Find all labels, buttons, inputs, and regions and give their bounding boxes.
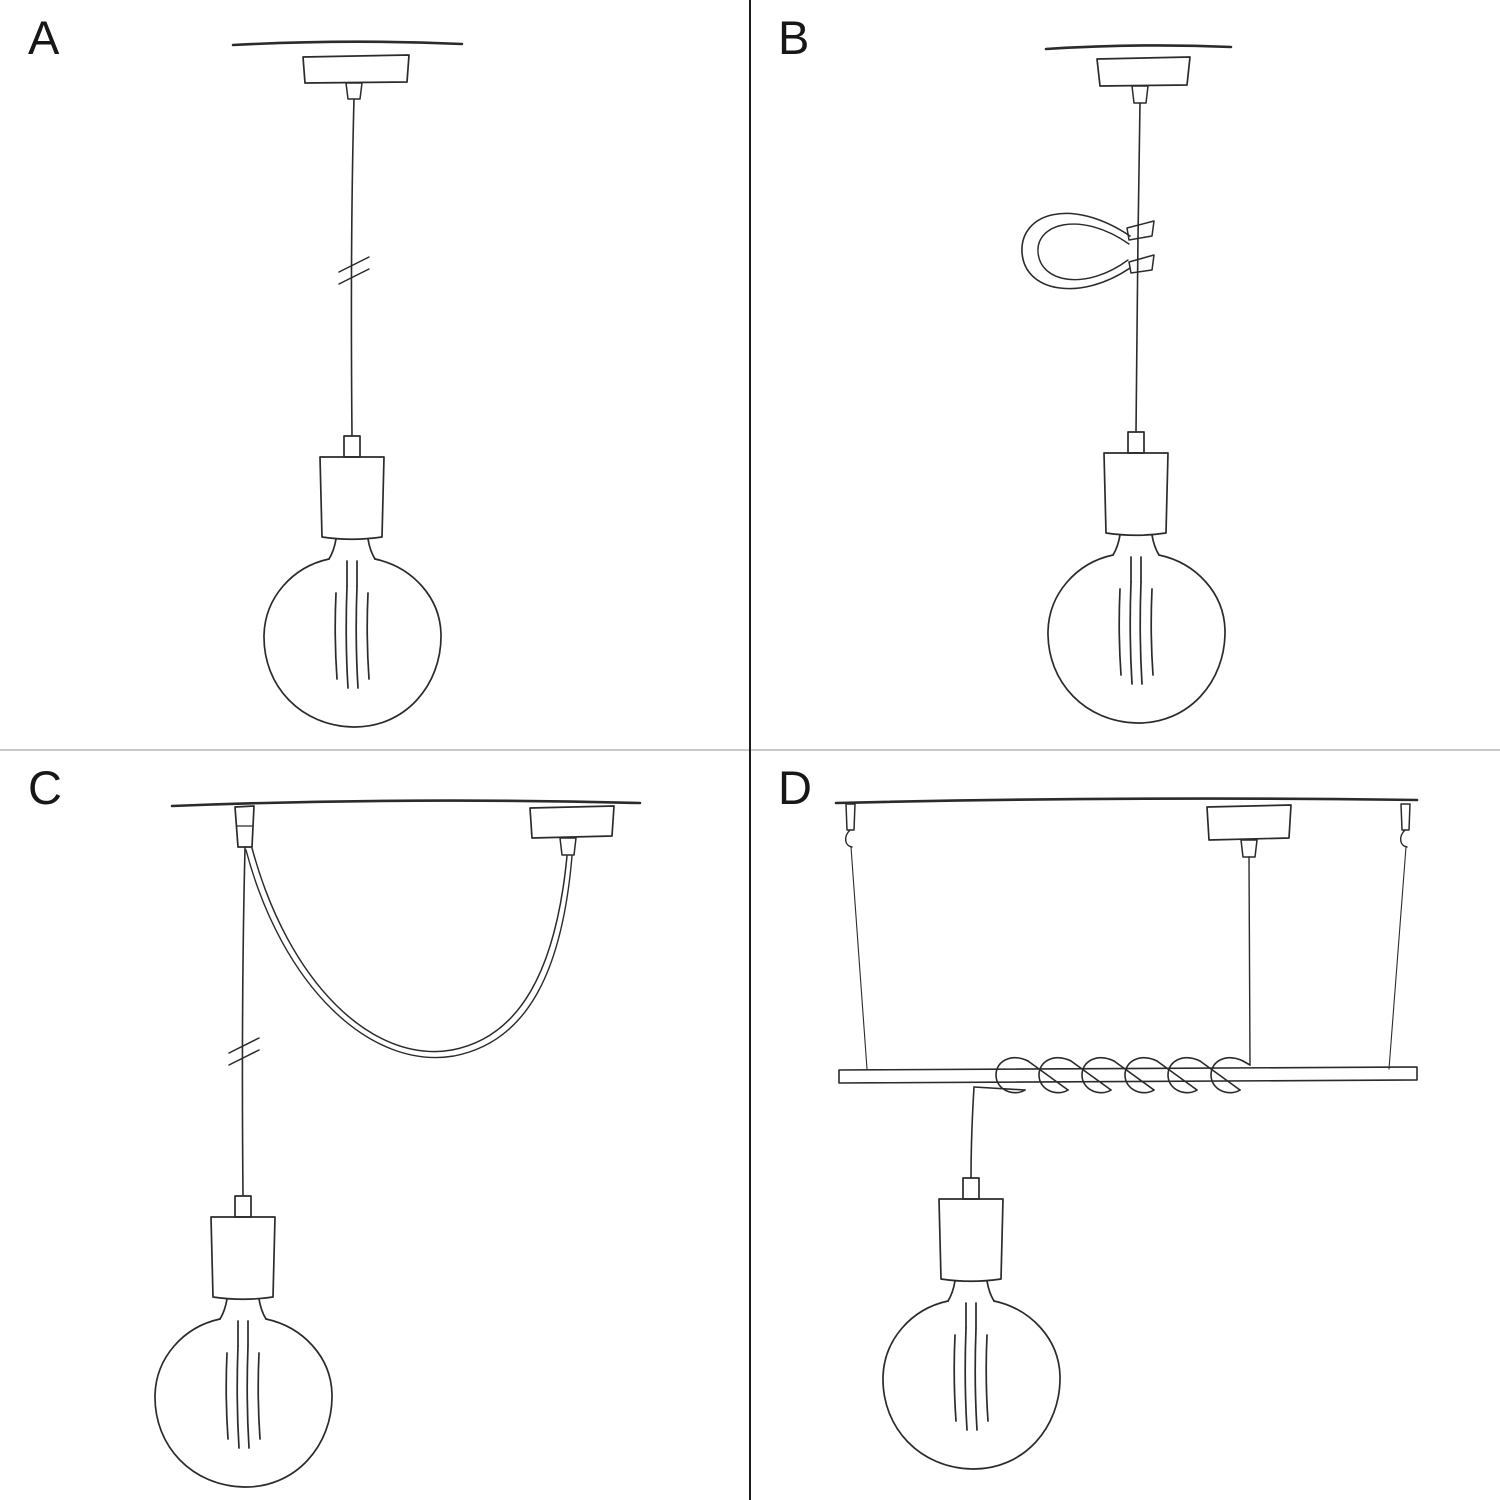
cable-grip xyxy=(1240,839,1258,858)
lamp-holder-and-bulb xyxy=(154,1195,333,1488)
ceiling-line xyxy=(1044,44,1233,51)
panel-c-label: C xyxy=(28,761,63,814)
vertical-divider xyxy=(749,0,751,1500)
cable-grip xyxy=(345,82,363,100)
ceiling-line xyxy=(834,797,1419,805)
pendant-cable xyxy=(241,847,246,1197)
ceiling-rose xyxy=(1096,56,1191,87)
ceiling-rose xyxy=(302,54,410,84)
panel-a: A xyxy=(0,0,750,750)
ceiling-hook-left xyxy=(845,829,853,848)
panel-a-label: A xyxy=(28,11,61,64)
panel-d-label: D xyxy=(778,761,813,814)
pendant-swag-two-ceiling-points-sketch xyxy=(154,799,642,1488)
ceiling-pin-left xyxy=(845,803,856,831)
cable-clip-loop-inner xyxy=(1037,223,1130,281)
suspension-wire-right xyxy=(1388,846,1407,1070)
lamp-holder-and-bulb xyxy=(263,435,442,728)
cable-grip xyxy=(559,837,577,856)
lamp-holder-and-bulb xyxy=(1047,431,1226,724)
cable-clip-clamp-bottom xyxy=(1128,254,1155,274)
panel-b-label: B xyxy=(778,11,811,64)
ceiling-line xyxy=(231,40,464,47)
ceiling-hook xyxy=(234,805,255,848)
suspension-bar xyxy=(838,1066,1418,1084)
panel-d: D xyxy=(750,750,1500,1500)
cable-clip-clamp-top xyxy=(1126,220,1155,241)
ceiling-pin-right xyxy=(1400,803,1411,831)
panel-c: C xyxy=(0,750,750,1500)
pendant-cable xyxy=(1135,102,1141,433)
lamp-holder-and-bulb xyxy=(882,1177,1061,1470)
swag-cable-line-2 xyxy=(245,849,573,1059)
cable-grip xyxy=(1131,85,1149,104)
swag-cable-line-1 xyxy=(251,847,568,1053)
panel-b: B xyxy=(750,0,1500,750)
ceiling-line xyxy=(170,799,642,808)
cable-clip-loop-outer xyxy=(1021,212,1131,290)
ceiling-rose xyxy=(1206,804,1292,841)
cable-coil xyxy=(973,1057,1251,1094)
cable-break-mark xyxy=(338,256,370,285)
pendant-cable xyxy=(350,98,355,437)
suspension-wire-left xyxy=(850,846,868,1070)
pendant-straight-drop-sketch xyxy=(231,40,464,728)
pendant-cable xyxy=(970,1086,975,1179)
ceiling-rose xyxy=(529,805,615,839)
cable-break-mark xyxy=(228,1037,260,1066)
drop-cable-from-rose xyxy=(1248,856,1251,1066)
pendant-drop-with-cable-clip-sketch xyxy=(1021,44,1233,724)
ceiling-hook-right xyxy=(1400,829,1408,848)
pendant-cable-coiled-on-suspended-bar-sketch xyxy=(834,797,1419,1470)
